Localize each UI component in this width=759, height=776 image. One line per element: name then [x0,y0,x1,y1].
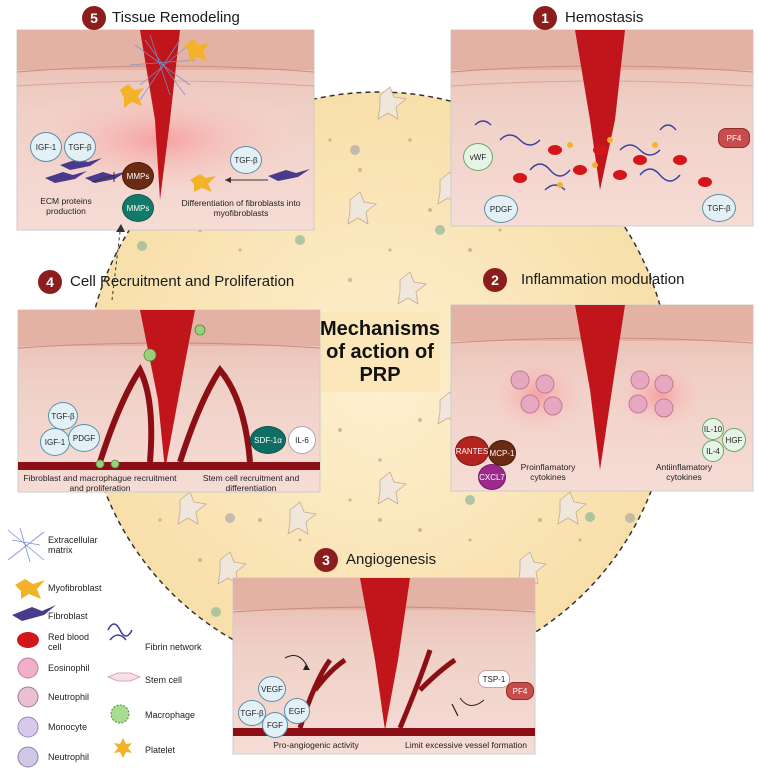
stem-cell-icon [106,672,142,682]
caption-limit-vessel: Limit excessive vessel formation [405,740,527,750]
step-badge-1: 1 [533,6,557,30]
fibrin-icon [107,623,133,641]
legend-stem-cell: Stem cell [145,675,183,685]
myofibroblast-icon [15,579,45,599]
neutrophil-icon [17,686,39,708]
caption-proinflamatory: Proinflamatory cytokines [520,462,576,482]
panel-title-recruitment: Cell Recruitment and Proliferation [70,273,295,290]
legend-rbc: Red blood cell [48,632,90,652]
legend-platelet: Platelet [145,745,176,755]
panel-hemostasis-art [450,29,754,227]
label-igf1-recruitment: IGF-1 [40,428,70,456]
center-title-line-1: Mechanisms [319,318,441,340]
caption-myofibroblast-differentiation: Differentiation of fibroblasts into myof… [181,198,301,218]
legend-monocyte: Monocyte [48,722,88,732]
label-vegf: VEGF [258,676,286,702]
legend-fibroblast: Fibroblast [48,611,88,621]
panel-title-remodeling: Tissue Remodeling [112,9,240,26]
legend-icons [7,527,142,768]
center-title: Mechanisms of action of PRP [318,318,442,387]
label-vwf: vWF [463,143,493,171]
caption-pro-angiogenic: Pro-angiogenic activity [273,740,359,750]
label-tgfb-recruitment: TGF-β [48,402,78,430]
label-mcp1: MCP-1 [488,440,516,466]
platelet-icon [114,738,132,758]
center-title-line-3: PRP [359,364,401,386]
label-tsp1: TSP-1 [478,670,510,688]
caption-antiinflamatory: Antiinflamatory cytokines [655,462,713,482]
label-pdgf: PDGF [484,195,518,223]
neutrophil-icon-2 [17,746,39,768]
label-pdgf-recruitment: PDGF [68,424,100,452]
label-egf: EGF [284,698,310,724]
step-badge-4: 4 [38,270,62,294]
label-rantes: RANTES [455,436,489,466]
monocyte-icon [17,716,39,738]
step-badge-5: 5 [82,6,106,30]
step-badge-3: 3 [314,548,338,572]
step-badge-2: 2 [483,268,507,292]
legend-eosinophil: Eosinophil [48,663,90,673]
center-title-line-2: of action of [326,341,434,363]
panel-title-hemostasis: Hemostasis [565,9,644,26]
label-tgfb-2: TGF-β [230,146,262,174]
label-il10: IL-10 [702,418,724,440]
panel-title-inflammation: Inflammation modulation [521,271,685,288]
label-sdf1a: SDF-1α [250,426,286,454]
panel-recruitment-art [17,309,321,493]
legend-neutrophil-2: Neutrophil [48,752,90,762]
label-igf1: IGF-1 [30,132,62,162]
label-pf4: PF4 [718,128,750,148]
panel-title-angiogenesis: Angiogenesis [346,551,437,568]
caption-stem-cell-recruitment: Stem cell recruitment and differentiatio… [202,473,300,493]
label-hgf: HGF [722,428,746,452]
label-cxcl7: CXCL7 [478,464,506,490]
eosinophil-icon [17,657,39,679]
platelet-dots [158,108,582,562]
label-mmps-1: MMPs [122,162,154,190]
label-fgf: FGF [262,712,288,738]
legend-fibrin: Fibrin network [145,642,202,652]
fibroblast-icon [12,605,56,621]
label-pf4-angio: PF4 [506,682,534,700]
legend-neutrophil-1: Neutrophil [48,692,90,702]
label-tgfb-angio: TGF-β [238,700,266,726]
rbc-icon [17,632,39,648]
legend-ecm: Extracellular matrix [48,535,98,555]
caption-fibroblast-recruitment: Fibroblast and macrophague recruitment a… [23,473,177,493]
label-tgfb-hemostasis: TGF-β [702,194,736,222]
caption-ecm-production: ECM proteins production [40,196,92,216]
macrophage-icon [110,704,130,724]
label-il4: IL-4 [702,440,724,462]
legend-myofibroblast: Myofibroblast [48,583,102,593]
ecm-icon [7,527,45,563]
label-tgfb: TGF-β [64,132,96,162]
label-mmps-2: MMPs [122,194,154,222]
legend-macrophage: Macrophage [145,710,196,720]
label-il6: IL-6 [288,426,316,454]
